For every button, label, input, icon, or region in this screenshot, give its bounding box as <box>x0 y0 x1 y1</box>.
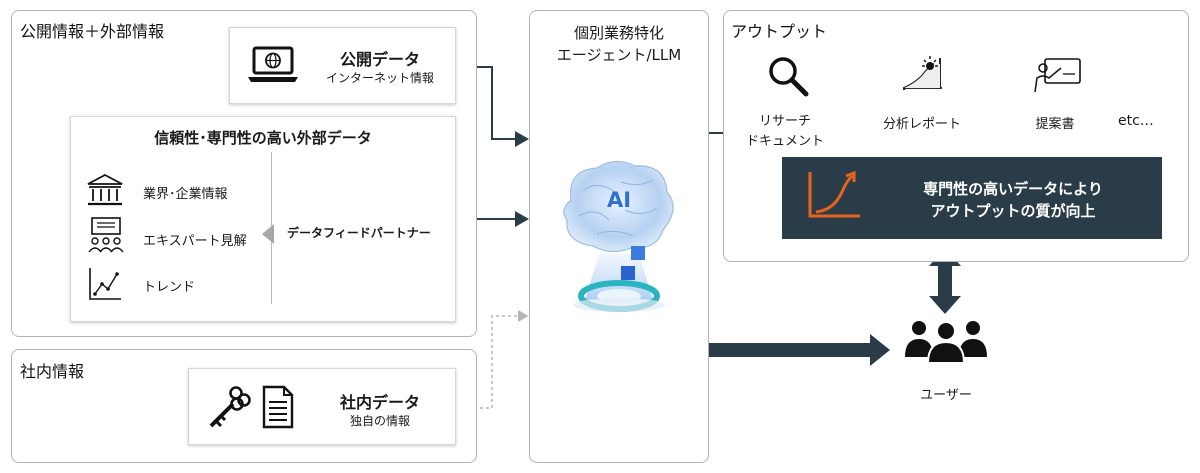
internal-data-subtitle: 独自の情報 <box>349 414 410 428</box>
left-triangle-icon <box>260 222 276 246</box>
banner-line2: アウトプットの質が向上 <box>930 202 1096 220</box>
partner-label: データフィードパートナー <box>287 226 431 240</box>
trusted-item-label: 業界･企業情報 <box>143 187 228 202</box>
banner-line1: 専門性の高いデータにより <box>923 180 1103 198</box>
public-external-title: 公開情報＋外部情報 <box>20 22 165 41</box>
internal-data-title: 社内データ <box>339 393 420 412</box>
expert-icon <box>86 216 126 256</box>
trusted-data-card <box>70 116 456 322</box>
growth-curve-icon <box>804 170 864 222</box>
output-item-etc: etc… <box>1118 113 1154 129</box>
ai-label: AI <box>606 188 632 212</box>
output-title: アウトプット <box>731 22 828 41</box>
users-icon <box>903 317 989 363</box>
public-data-subtitle: インターネット情報 <box>325 71 434 85</box>
double-arrow-output-user <box>929 248 961 314</box>
agent-title-line2: エージェント/LLM <box>556 46 682 64</box>
document-icon <box>262 385 294 429</box>
key-icon <box>206 384 252 430</box>
quality-banner <box>782 157 1162 239</box>
trend-chart-icon <box>87 266 123 302</box>
search-icon <box>766 54 810 98</box>
agent-title-line1: 個別業務特化 <box>573 24 664 42</box>
report-chart-icon <box>900 54 946 94</box>
output-item-line1: リサーチ <box>758 114 811 129</box>
user-label: ユーザー <box>920 388 972 403</box>
output-item-line1: 分析レポート <box>882 117 961 132</box>
trusted-item-label: エキスパート見解 <box>143 234 247 249</box>
output-item-line1: 提案書 <box>1035 117 1075 132</box>
presentation-icon <box>1033 56 1083 94</box>
internal-title: 社内情報 <box>20 362 85 381</box>
double-arrow-agent-user <box>684 334 890 366</box>
trusted-item-label: トレンド <box>143 280 196 295</box>
public-data-title: 公開データ <box>339 50 420 69</box>
ai-brain-icon <box>549 158 689 318</box>
trusted-data-title: 信頼性･専門性の高い外部データ <box>154 129 372 147</box>
public-data-card <box>229 27 456 104</box>
output-item-line2: ドキュメント <box>745 134 824 149</box>
bank-icon <box>86 173 124 209</box>
laptop-globe-icon <box>247 45 299 85</box>
